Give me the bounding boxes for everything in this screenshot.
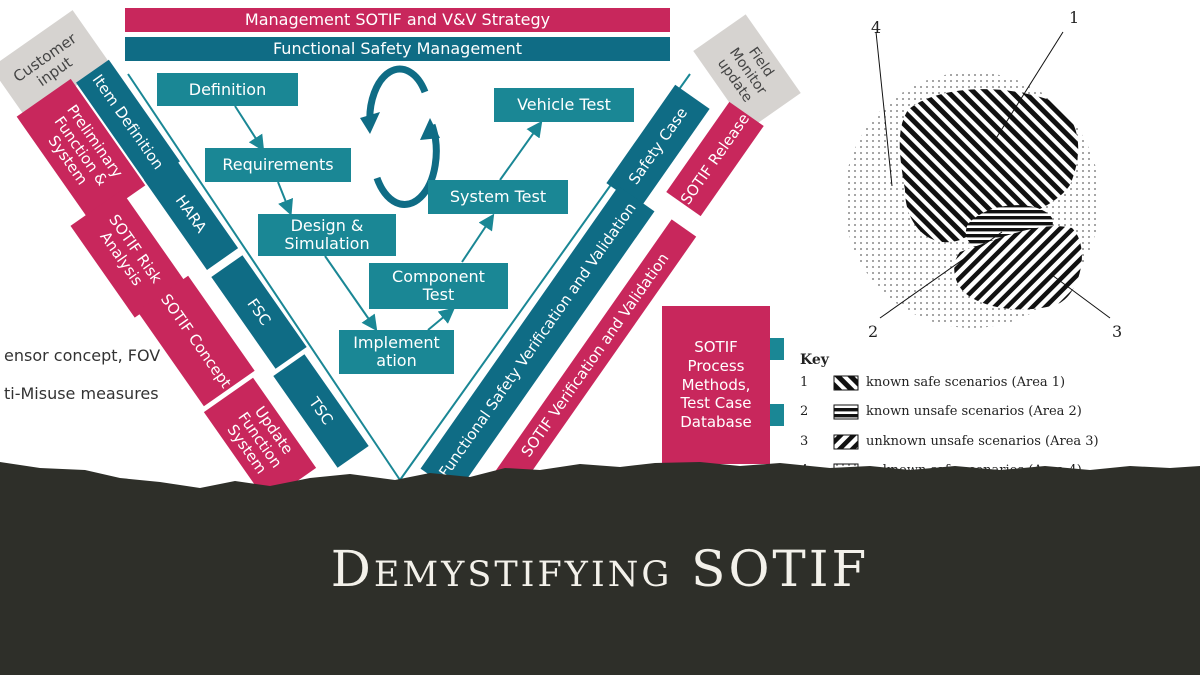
area-label-4: 4 — [871, 18, 882, 37]
sensor-concept-text: ensor concept, FOV — [4, 346, 161, 365]
sotif-process-box: SOTIF Process Methods, Test Case Databas… — [662, 306, 770, 464]
scenario-area-diagram — [833, 31, 1111, 479]
system-test-step: System Test — [428, 180, 568, 214]
area-label-2: 2 — [868, 322, 879, 341]
design-simulation-step: Design & Simulation — [258, 214, 396, 256]
requirements-step: Requirements — [205, 148, 351, 182]
implementation-step: Implement ation — [339, 330, 454, 374]
component-test-step: Component Test — [369, 263, 508, 309]
key-text-2: known unsafe scenarios (Area 2) — [866, 404, 1082, 419]
misuse-measures-text: ti-Misuse measures — [4, 384, 159, 403]
key-text-3: unknown unsafe scenarios (Area 3) — [866, 434, 1099, 449]
key-text-1: known safe scenarios (Area 1) — [866, 375, 1066, 390]
key-num-3: 3 — [800, 434, 809, 449]
area-label-1: 1 — [1069, 8, 1080, 27]
definition-step: Definition — [157, 73, 298, 106]
banner-title: Demystifying SOTIF — [330, 540, 870, 598]
area-label-3: 3 — [1112, 322, 1123, 341]
vehicle-test-step: Vehicle Test — [494, 88, 634, 122]
functional-safety-management-bar: Functional Safety Management — [125, 37, 670, 61]
key-title: Key — [800, 352, 829, 368]
key-num-2: 2 — [800, 404, 809, 419]
sotif-strategy-bar: Management SOTIF and V&V Strategy — [125, 8, 670, 32]
key-num-1: 1 — [800, 375, 809, 390]
